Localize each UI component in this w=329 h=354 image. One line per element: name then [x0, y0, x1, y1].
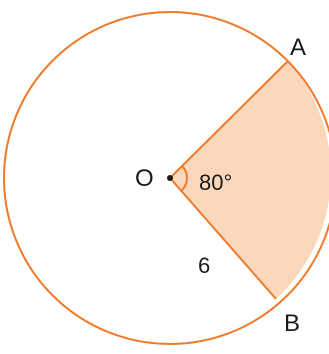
- angle-arc: [180, 165, 188, 192]
- center-point: [167, 175, 173, 181]
- center-label: O: [135, 165, 154, 192]
- angle-label: 80°: [199, 170, 232, 195]
- radius-length-label: 6: [198, 253, 210, 278]
- radius-oa: [169, 60, 289, 179]
- circle: [3, 11, 329, 345]
- point-a-label: A: [290, 34, 306, 61]
- sector: [170, 61, 329, 299]
- radius-ob: [169, 177, 277, 300]
- point-b-label: B: [284, 310, 300, 337]
